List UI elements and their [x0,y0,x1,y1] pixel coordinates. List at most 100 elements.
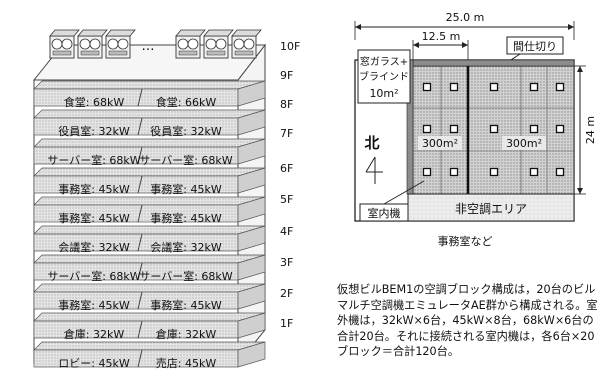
room-label-5f-right: 事務室: 45kW [150,211,222,225]
floor-slab-side [237,341,266,368]
outdoor-unit-top [49,29,80,37]
outdoor-unit-top [175,29,206,37]
room-label-7f-right: サーバー室: 68kW [139,153,232,167]
floor-label-2f: 2F [280,287,293,300]
floor-label-7f: 7F [280,127,293,140]
outdoor-unit-base [206,50,226,56]
indoor-unit-icon [555,82,565,92]
floor-slab-side [237,283,266,310]
depth-arrow-bottom [577,188,583,194]
floor-slab-side [237,196,266,223]
outdoor-unit-base [234,50,254,56]
area-left-label: 300m² [422,137,458,150]
width-label: 25.0 m [446,11,485,24]
floor-slab-top [33,225,266,235]
floor-slab-side [237,167,266,194]
outdoor-unit-fan-right [117,38,129,50]
indoor-unit-icon [489,167,499,177]
building-diagram: … 10F 9F 8F 7F 6F 5F 4F 3F 2F 1F 食堂: 68k… [32,29,300,370]
indoor-unit-icon [489,124,499,134]
floor-label-3f: 3F [280,256,293,269]
indoor-unit-icon [529,82,539,92]
indoor-unit-icon [449,82,459,92]
floor-slab-top [33,109,266,119]
area-right-bg [502,136,546,150]
floor-label-5f: 5F [280,193,293,206]
room-label-5f-left: 事務室: 45kW [58,211,130,225]
outdoor-unit-fan-right [187,38,199,50]
floor-labels: 10F 9F 8F 7F 6F 5F 4F 3F 2F 1F [280,40,300,330]
floor-slab-divider [137,320,143,339]
floor-slab-divider [137,146,143,165]
room-label-1f-right: 倉庫: 32kW [156,327,217,341]
indoor-unit-icon [489,82,499,92]
indoor-unit-icon [449,124,459,134]
floor-label-9f: 9F [280,69,293,82]
outdoor-unit-base [80,50,100,56]
window-strip-top [412,59,575,67]
room-label-9f-right: 食堂: 66kW [156,95,217,109]
room-label-g-right: 売店: 45kW [156,356,217,370]
outdoor-unit-top [105,29,136,37]
outdoor-unit-fan-right [89,38,101,50]
partition-label: 間仕切り [513,40,557,53]
floor-label-8f: 8F [280,98,293,111]
room-caption: 事務室など [438,234,493,248]
room-label-6f-left: 事務室: 45kW [58,182,130,196]
outdoor-unit-fan-left [107,38,119,50]
outdoor-units [49,29,262,59]
floor-slab-side [237,109,266,136]
floor-slab-top [33,196,266,206]
floor-slab-side [237,80,266,107]
floor-label-10f: 10F [280,40,300,53]
indoor-units [422,82,565,177]
half-width-arrow-right [462,42,468,48]
indoor-unit-icon [529,167,539,177]
outdoor-unit-fan-right [243,38,255,50]
window-label-line1: 窓ガラス+ [360,55,408,68]
outdoor-units-ellipsis: … [142,39,155,54]
floor-slab-top [33,283,266,293]
floor-slab-divider [137,349,143,368]
room-label-7f-left: サーバー室: 68kW [47,153,140,167]
half-width-label: 12.5 m [422,30,461,43]
outdoor-unit-fan-left [233,38,245,50]
floor-slab-side [237,138,266,165]
indoor-unit-label: 室内機 [368,206,401,220]
floor-slab-divider [137,175,143,194]
outdoor-unit-icon [203,29,234,59]
outdoor-unit-top [203,29,234,37]
floor-slab-side [237,225,266,252]
indoor-unit-icon [555,167,565,177]
outdoor-unit-icon [77,29,108,59]
non-ac-area [407,193,575,222]
room-label-9f-left: 食堂: 68kW [64,95,125,109]
outdoor-unit-base [178,50,198,56]
indoor-unit-icon [422,167,432,177]
outdoor-unit-fan-right [215,38,227,50]
ac-zone-left [412,65,469,195]
outdoor-unit-top [231,29,262,37]
floor-slab-top [33,167,266,177]
outdoor-unit-icon [49,29,80,59]
floor-slab-top [33,254,266,264]
floor-slab-top [33,341,266,351]
floor-slab-side [237,312,266,339]
indoor-unit-icon [422,82,432,92]
room-labels: 食堂: 68kW 食堂: 66kW 役員室: 32kW 役員室: 32kW サー… [47,95,232,370]
window-label-line3: 10m² [369,87,398,100]
floor-slab-top [33,138,266,148]
window-callout-box [357,49,411,104]
room-label-8f-left: 役員室: 32kW [58,124,130,138]
width-arrow-left [355,24,361,30]
non-ac-label: 非空調エリア [455,202,527,216]
outdoor-unit-icon [175,29,206,59]
floor-slab-divider [137,262,143,281]
floor-slab-top [33,80,266,90]
room-label-2f-left: 事務室: 45kW [58,298,130,312]
indoor-unit-icon [555,124,565,134]
partition-callout-box [506,36,564,55]
floor-slab-divider [137,233,143,252]
outdoor-unit-fan-left [177,38,189,50]
area-right-label: 300m² [506,137,542,150]
